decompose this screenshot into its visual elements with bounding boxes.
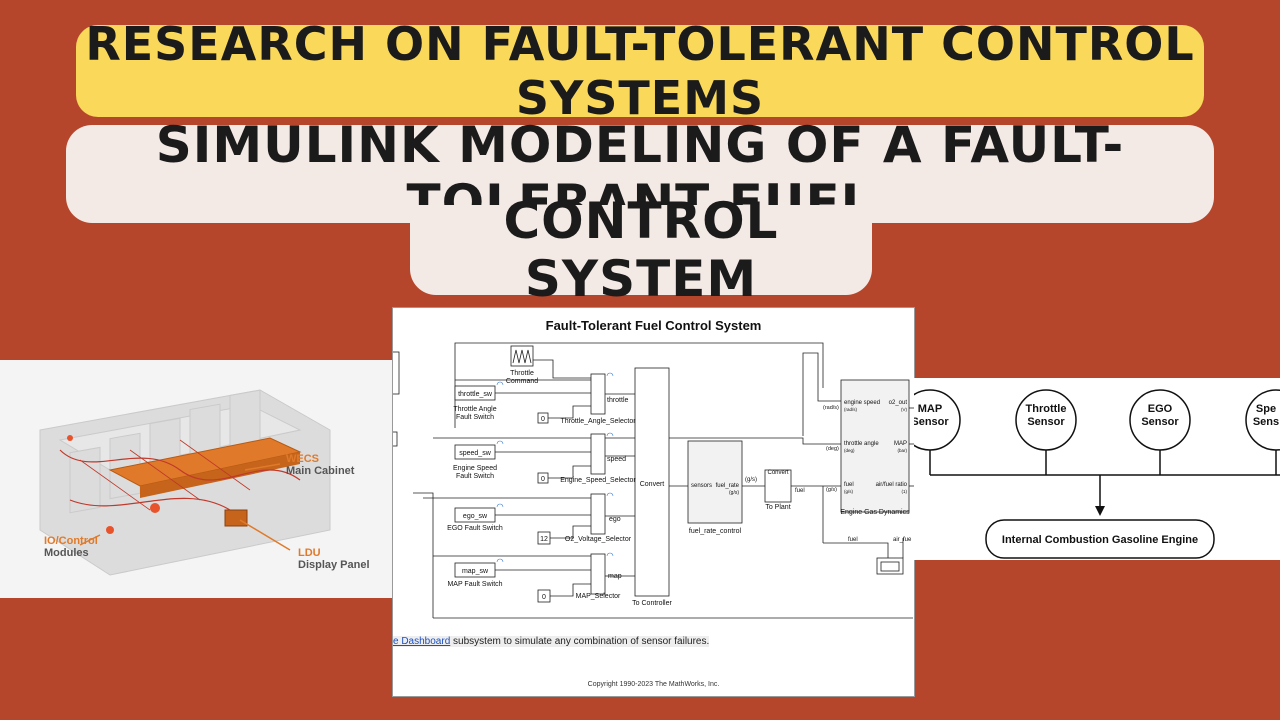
convert-plant[interactable]: Convert xyxy=(767,470,788,476)
sig-map: map xyxy=(608,573,622,580)
sensor-2-line1: Throttle xyxy=(1026,403,1067,415)
const-0b: 0 xyxy=(541,476,545,483)
sig-throttle: throttle xyxy=(607,397,629,404)
fuel-signal: fuel xyxy=(795,488,805,494)
throttle-cmd-label-2: Command xyxy=(506,378,538,385)
map-fault-label: MAP Fault Switch xyxy=(447,581,502,588)
to-plant-label: To Plant xyxy=(765,504,790,511)
io-label: IO/Control Modules xyxy=(44,535,98,559)
egd-o2-out: o2_out xyxy=(889,400,908,406)
speed-fault-label-2: Fault Switch xyxy=(456,473,494,480)
model-title: Fault-Tolerant Fuel Control System xyxy=(545,318,762,333)
simulink-model-panel: Fault-Tolerant Fuel Control System xyxy=(392,307,915,697)
ego-sw-block[interactable]: ego_sw xyxy=(463,513,488,520)
subtitle-banner-tab: CONTROL SYSTEM xyxy=(410,192,872,308)
dashboard-note: e Dashboard subsystem to simulate any co… xyxy=(393,636,710,647)
throttle-sw-block[interactable]: throttle_sw xyxy=(458,391,493,398)
const-12: 12 xyxy=(540,536,548,543)
egd-gs: (g/s) xyxy=(844,489,854,494)
ego-fault-label: EGO Fault Switch xyxy=(447,525,503,532)
egd-v: (V) xyxy=(901,407,908,412)
speed-sw-block[interactable]: speed_sw xyxy=(459,450,491,457)
deg-signal: (deg) xyxy=(826,446,839,452)
speed-fault-label: Engine Speed xyxy=(453,465,497,472)
sel-throttle-label: Throttle_Angle_Selector xyxy=(560,418,636,425)
subtitle-line-2: CONTROL SYSTEM xyxy=(503,192,779,308)
const-0c: 0 xyxy=(542,594,546,601)
title-text: RESEARCH ON FAULT-TOLERANT CONTROL SYSTE… xyxy=(85,17,1195,125)
title-banner: RESEARCH ON FAULT-TOLERANT CONTROL SYSTE… xyxy=(76,17,1204,125)
egd-rads: (rad/s) xyxy=(844,407,858,412)
egd-bar: (bar) xyxy=(897,448,907,453)
throttle-cmd-label: Throttle xyxy=(510,370,534,377)
gs-label: (g/s) xyxy=(745,477,757,483)
rads-signal: (rad/s) xyxy=(823,405,839,411)
frc-block-name[interactable]: fuel_rate_control xyxy=(689,528,742,535)
const-0a: 0 xyxy=(541,416,545,423)
sel-speed-label: Engine_Speed_Selector xyxy=(560,477,636,484)
frc-out-port: fuel_rate xyxy=(716,483,740,489)
ldu-label: LDU Display Panel xyxy=(298,547,370,571)
throttle-fault-label: Throttle Angle xyxy=(453,406,496,413)
sensor-2-line2: Sensor xyxy=(1027,416,1065,428)
sensor-1-line2: Sensor xyxy=(914,416,949,428)
sensor-3-line1: EGO xyxy=(1148,403,1173,415)
sig-speed: speed xyxy=(607,456,626,463)
egd-deg: (deg) xyxy=(844,448,855,453)
egd-block-name[interactable]: Engine Gas Dynamics xyxy=(840,509,910,516)
fuel-scope-label: fuel xyxy=(848,537,858,543)
copyright-text: Copyright 1990-2023 The MathWorks, Inc. xyxy=(587,681,720,688)
sensor-4-line1: Spe xyxy=(1256,403,1276,415)
gs2-signal: (g/s) xyxy=(826,487,837,493)
egd-fuel: fuel xyxy=(844,482,854,488)
dashboard-link[interactable]: e Dashboard xyxy=(393,636,451,647)
frc-unit: (g/s) xyxy=(729,490,739,496)
engine-label: Internal Combustion Gasoline Engine xyxy=(1002,534,1198,546)
frc-in-port: sensors xyxy=(691,483,712,489)
egd-engine-speed: engine speed xyxy=(844,400,880,406)
simulink-diagram: throttle_sw Throttle Angle Fault Switch … xyxy=(393,342,914,619)
dashboard-note-text: subsystem to simulate any combination of… xyxy=(450,636,710,647)
sensor-4-line2: Sens xyxy=(1253,416,1279,428)
map-sw-block[interactable]: map_sw xyxy=(462,568,489,575)
airfuel-scope-label: air_fue xyxy=(893,537,912,543)
egd-airfuel: air/fuel ratio xyxy=(876,482,908,488)
wecs-label: WECS Main Cabinet xyxy=(286,453,355,477)
sig-ego: ego xyxy=(609,516,621,523)
engine-illustration xyxy=(39,389,331,576)
egd-one: (1) xyxy=(902,489,908,494)
sensor-diagram: MAP Sensor Throttle Sensor EGO Sensor Sp… xyxy=(914,389,1280,559)
sensor-3-line2: Sensor xyxy=(1141,416,1179,428)
throttle-fault-label-2: Fault Switch xyxy=(456,414,494,421)
sensor-1-line1: MAP xyxy=(918,403,942,415)
egd-map: MAP xyxy=(894,441,907,447)
engine-illustration-panel: WECS Main Cabinet IO/Control Modules LDU… xyxy=(0,360,395,598)
sel-map-label: MAP_Selector xyxy=(576,593,621,600)
sel-o2-label: O2_Voltage_Selector xyxy=(565,536,632,543)
to-controller-label: To Controller xyxy=(632,600,672,607)
sensor-diagram-panel: MAP Sensor Throttle Sensor EGO Sensor Sp… xyxy=(914,378,1280,560)
convert-controller[interactable]: Convert xyxy=(640,481,665,488)
subtitle-line-1: SIMULINK MODELING OF A FAULT-TOLERANT FU… xyxy=(155,116,1125,232)
egd-throttle: throttle angle xyxy=(844,441,879,447)
